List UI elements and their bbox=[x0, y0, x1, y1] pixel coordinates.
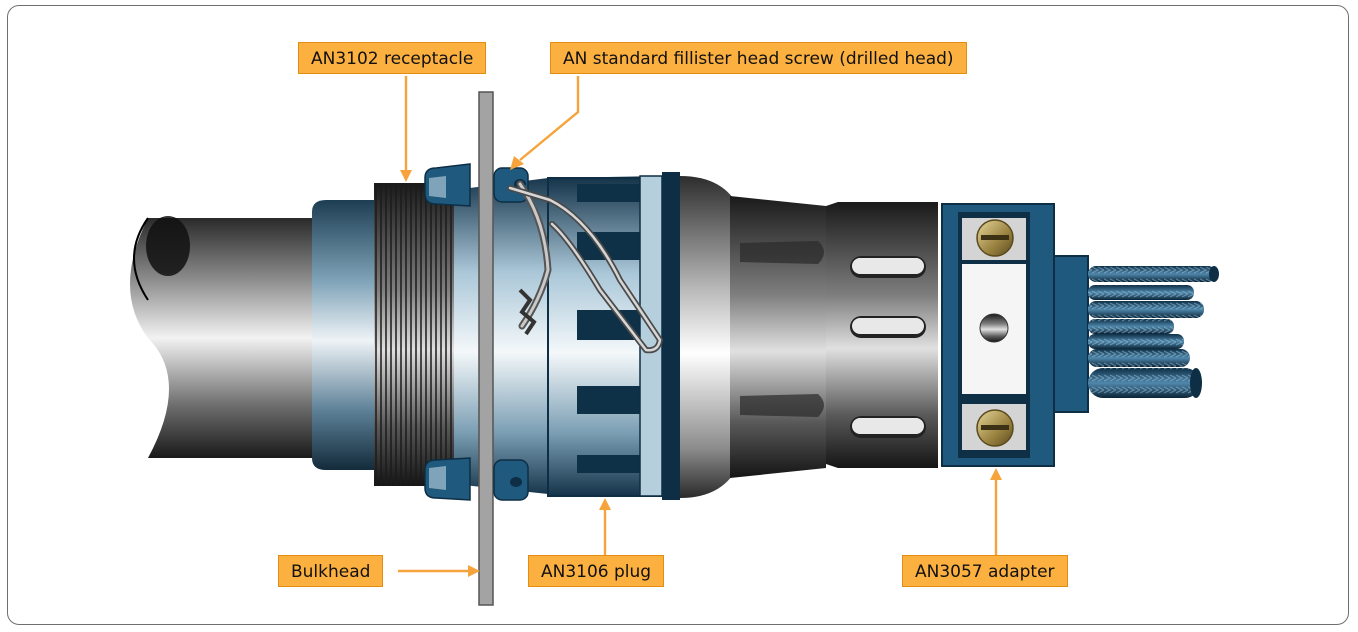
label-plug: AN3106 plug bbox=[528, 555, 665, 587]
label-fillister-screw: AN standard fillister head screw (drille… bbox=[550, 42, 967, 74]
knurled-coupling-ring bbox=[374, 183, 454, 486]
receptacle-shell bbox=[312, 200, 380, 470]
slotted-ring bbox=[826, 202, 938, 468]
coupling-nut bbox=[730, 196, 826, 478]
label-adapter: AN3057 adapter bbox=[902, 555, 1068, 587]
clamp-pin bbox=[979, 313, 1009, 343]
plug-nose bbox=[680, 176, 740, 498]
plug-body bbox=[454, 172, 680, 500]
conduit bbox=[130, 216, 330, 458]
fillister-screw-bottom bbox=[493, 459, 529, 501]
leader-lines bbox=[398, 76, 1002, 577]
label-receptacle: AN3102 receptacle bbox=[298, 42, 487, 74]
mounting-lug-bottom bbox=[424, 457, 471, 501]
mounting-lug-top bbox=[424, 163, 471, 207]
adapter-clamp bbox=[941, 203, 1089, 467]
safety-wire bbox=[507, 180, 663, 354]
label-bulkhead: Bulkhead bbox=[278, 555, 384, 587]
wire-bundle bbox=[1088, 266, 1219, 398]
bulkhead-plate bbox=[478, 91, 494, 606]
